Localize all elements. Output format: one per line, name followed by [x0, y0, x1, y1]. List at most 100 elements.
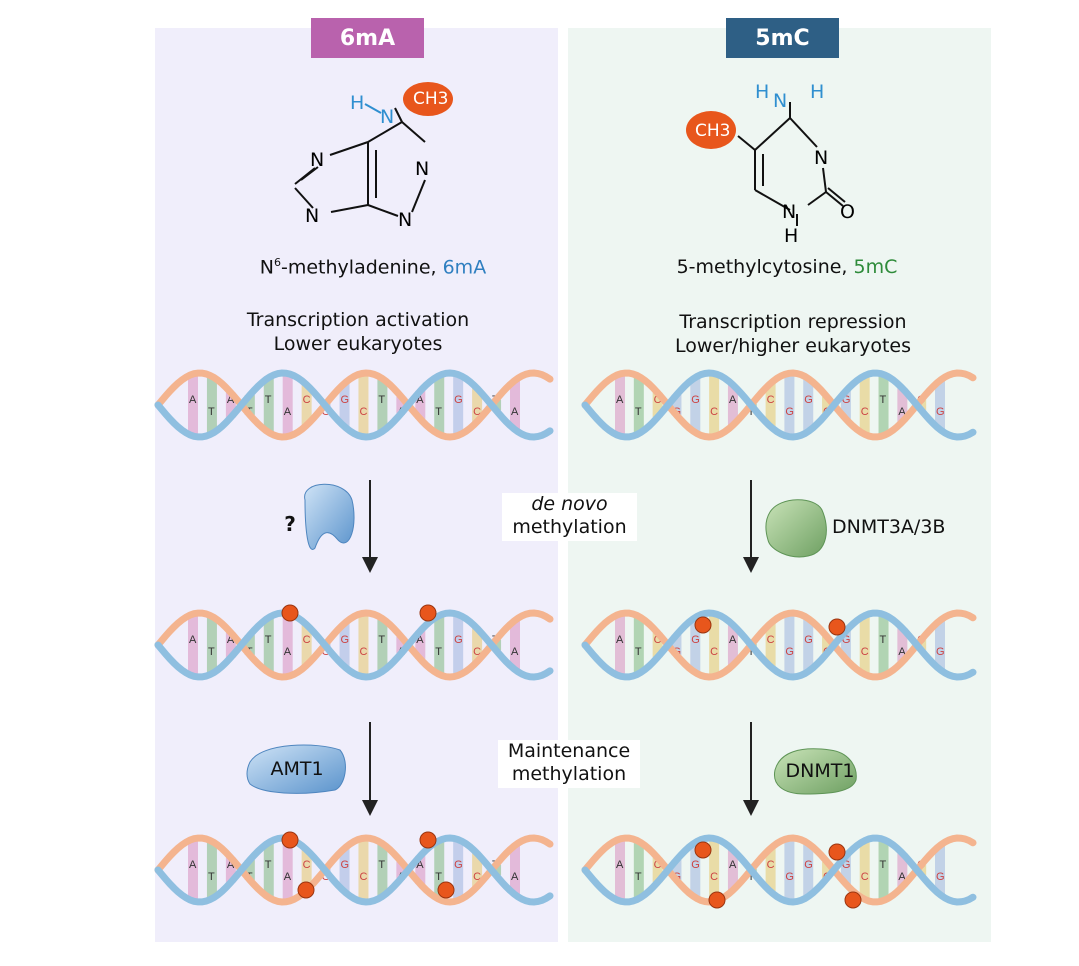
base-letter: C: [654, 394, 662, 406]
base-letter: A: [227, 859, 235, 871]
base-letter: G: [454, 859, 463, 871]
base-letter: C: [767, 634, 775, 646]
base-pair: [415, 855, 426, 885]
base-pair: [225, 392, 236, 418]
base-letter: C: [303, 859, 311, 871]
atom-nh: N: [782, 201, 796, 223]
base-pair: [671, 634, 682, 656]
base-letter: A: [189, 859, 197, 871]
base-letter: G: [804, 859, 813, 871]
base-letter: A: [189, 634, 197, 646]
base-letter: T: [880, 394, 887, 406]
base-letter: A: [729, 634, 737, 646]
base-pair: [878, 839, 889, 901]
base-pair: [415, 630, 426, 660]
base-letter: A: [898, 646, 906, 658]
base-letter: G: [691, 634, 700, 646]
dnmt1-enzyme-shape: [773, 748, 857, 795]
base-pair: [358, 613, 369, 677]
base-pair: [652, 392, 663, 418]
base-pair: [472, 628, 483, 662]
base-pair: [453, 374, 464, 436]
base-letter: A: [616, 394, 624, 406]
base-pair: [690, 377, 701, 433]
base-pair: [301, 849, 312, 891]
base-pair: [784, 613, 795, 677]
atom-n1: N: [415, 158, 429, 180]
base-pair: [897, 388, 908, 422]
base-letter: T: [880, 859, 887, 871]
methyl-mark: [828, 618, 846, 636]
atom-h: H: [350, 92, 364, 114]
base-letter: G: [804, 634, 813, 646]
base-pair: [633, 376, 644, 434]
base-pair: [225, 632, 236, 658]
base-letter: C: [710, 646, 718, 658]
atom-n3-5mc: N: [814, 147, 828, 169]
atom-o: O: [840, 201, 855, 223]
base-letter: A: [729, 859, 737, 871]
base-letter: G: [936, 871, 945, 883]
atom-h1: H: [755, 81, 769, 103]
base-letter: A: [416, 394, 424, 406]
base-pair: [803, 378, 814, 432]
base-letter: T: [208, 871, 215, 883]
base-pair: [935, 845, 945, 895]
base-pair: [434, 615, 445, 675]
methyl-mark: [281, 604, 299, 622]
atom-n3: N: [398, 209, 412, 231]
base-pair: [765, 848, 776, 892]
base-pair: [709, 613, 720, 677]
amt1-label: AMT1: [270, 758, 324, 780]
base-letter: C: [473, 646, 481, 658]
base-letter: A: [227, 394, 235, 406]
base-letter: T: [748, 406, 755, 418]
base-pair: [652, 632, 663, 658]
base-letter: T: [208, 646, 215, 658]
atom-n9: N: [305, 205, 319, 227]
base-pair: [244, 395, 255, 415]
base-letter: A: [284, 406, 292, 418]
base-pair: [301, 384, 312, 426]
base-letter: G: [322, 871, 331, 883]
amt1-enzyme-shape: [246, 744, 346, 794]
base-pair: [377, 618, 388, 672]
molecule-name-5mC: 5-methylcytosine, 5mC: [676, 256, 898, 278]
atom-h-ring: H: [784, 225, 798, 247]
base-letter: T: [378, 859, 385, 871]
header-6mA: 6mA: [311, 18, 424, 58]
base-letter: T: [435, 871, 442, 883]
dnmt3-enzyme-shape: [765, 499, 827, 558]
base-pair: [784, 838, 795, 902]
methyl-mark: [419, 831, 437, 849]
methyl-mark: [694, 841, 712, 859]
base-pair: [339, 383, 350, 427]
base-letter: A: [511, 406, 519, 418]
base-pair: [859, 840, 870, 900]
base-pair: [225, 857, 236, 883]
base-letter: T: [265, 394, 272, 406]
base-pair: [206, 841, 217, 899]
base-letter: G: [804, 394, 813, 406]
base-pair: [878, 614, 889, 676]
base-letter: T: [748, 646, 755, 658]
base-letter: T: [635, 406, 642, 418]
methyl-mark: [437, 881, 455, 899]
base-letter: G: [341, 394, 350, 406]
methyl-mark: [708, 891, 726, 909]
base-letter: C: [359, 646, 367, 658]
base-pair: [803, 843, 814, 897]
base-letter: G: [785, 406, 794, 418]
base-letter: G: [454, 634, 463, 646]
base-pair: [671, 394, 682, 416]
base-letter: A: [898, 406, 906, 418]
base-pair: [615, 613, 625, 677]
base-pair: [840, 631, 851, 659]
base-pair: [510, 380, 520, 430]
base-pair: [510, 845, 520, 895]
